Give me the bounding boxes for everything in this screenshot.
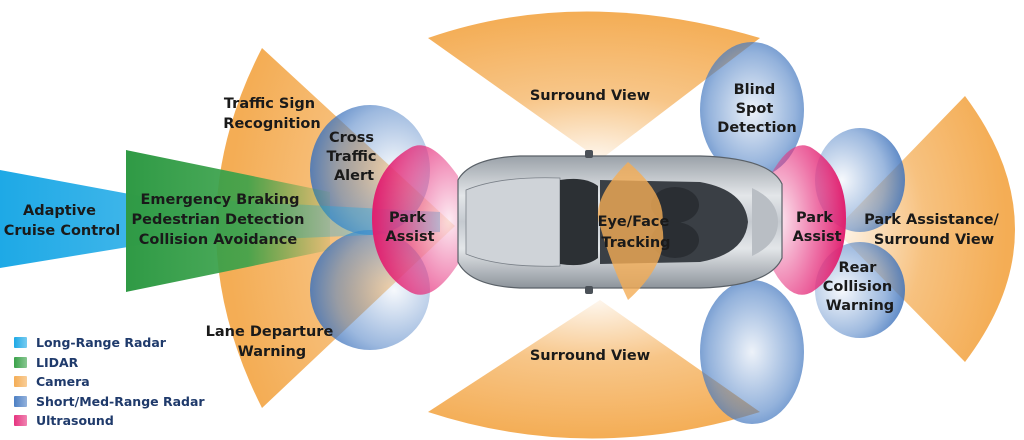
legend-item-long-range-radar: Long-Range Radar <box>14 333 224 353</box>
radar-zone-blind-spot-bottom <box>700 280 804 424</box>
sensor-legend: Long-Range Radar LIDAR Camera Short/Med-… <box>14 333 224 431</box>
legend-item-lidar: LIDAR <box>14 353 224 373</box>
label-cross-traffic: Cross Traffic Alert <box>326 130 381 184</box>
label-eye-face-tracking: Eye/Face Tracking <box>598 214 675 251</box>
legend-swatch <box>14 415 27 427</box>
camera-zone-front <box>216 48 455 408</box>
ultrasound-zone-front <box>372 145 458 295</box>
legend-label: Short/Med-Range Radar <box>36 393 205 409</box>
radar-zone-blind-spot-top <box>700 42 804 178</box>
label-emergency-braking: Emergency Braking <box>141 192 300 208</box>
car-hood <box>465 177 561 267</box>
legend-label: Camera <box>36 374 90 390</box>
label-surround-view-top: Surround View <box>530 88 650 104</box>
car-seat-right <box>651 222 699 258</box>
legend-swatch <box>14 376 27 388</box>
camera-zone-surround-bottom <box>428 300 760 439</box>
label-lane-departure: Lane Departure Warning <box>206 324 339 360</box>
car-windshield <box>560 178 598 266</box>
legend-swatch <box>14 395 27 407</box>
legend-item-ultrasound: Ultrasound <box>14 411 224 431</box>
label-park-assist-front: Park Assist <box>385 210 434 245</box>
label-park-assistance-surround: Park Assistance/ Surround View <box>864 212 1004 248</box>
legend-item-camera: Camera <box>14 372 224 392</box>
ultrasound-zone-rear <box>770 145 846 295</box>
car-mirror-bottom <box>585 286 593 294</box>
label-blind-spot: Blind Spot Detection <box>717 82 796 136</box>
legend-label: LIDAR <box>36 354 79 370</box>
label-pedestrian-detection: Pedestrian Detection <box>132 212 305 228</box>
label-rear-collision: Rear Collision Warning <box>823 260 897 314</box>
car-mirror-top <box>585 150 593 158</box>
camera-zone-eye-face <box>597 162 664 300</box>
label-collision-avoidance: Collision Avoidance <box>139 232 298 248</box>
long-range-radar-zone <box>0 170 140 268</box>
radar-zone-rear-bottom <box>815 242 905 338</box>
legend-item-short-med-range-radar: Short/Med-Range Radar <box>14 392 224 412</box>
legend-label: Ultrasound <box>36 413 114 429</box>
car-seat-left <box>651 187 699 223</box>
legend-swatch <box>14 337 27 349</box>
lidar-zone <box>126 150 330 292</box>
legend-label: Long-Range Radar <box>36 335 166 351</box>
camera-zone-surround-top <box>428 11 760 160</box>
label-traffic-sign: Traffic Sign Recognition <box>223 96 320 132</box>
label-surround-view-bottom: Surround View <box>530 348 650 364</box>
camera-zone-rear <box>835 96 1015 362</box>
legend-swatch <box>14 356 27 368</box>
car-trunk <box>752 188 778 256</box>
label-park-assist-rear: Park Assist <box>792 210 841 245</box>
label-adaptive-cruise: Adaptive Cruise Control <box>4 203 121 239</box>
